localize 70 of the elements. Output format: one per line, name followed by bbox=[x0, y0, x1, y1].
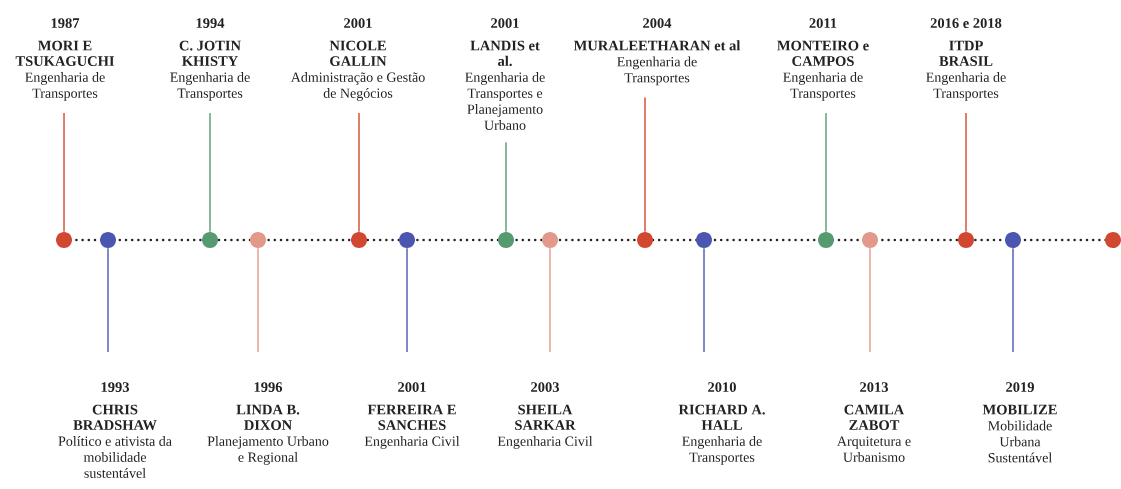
person-name: FERREIRA E SANCHES bbox=[367, 404, 456, 430]
field-label: Engenharia de Transportes e Planejamento Urbano bbox=[465, 72, 545, 130]
year-label: 2001 bbox=[398, 382, 426, 392]
year-label: 1994 bbox=[196, 18, 225, 28]
stem-line bbox=[107, 247, 109, 353]
stem-line bbox=[825, 112, 827, 233]
field-label: Engenharia de Transportes bbox=[682, 436, 762, 465]
year-label: 2013 bbox=[860, 382, 888, 392]
year-label: 2016 e 2018 bbox=[930, 18, 1002, 28]
person-name: MONTEIRO e CAMPOS bbox=[777, 40, 869, 66]
person-name: RICHARD A. HALL bbox=[678, 404, 765, 430]
year-label: 2010 bbox=[708, 382, 736, 392]
year-label: 2001 bbox=[491, 18, 519, 28]
stem-line bbox=[209, 112, 211, 233]
year-label: 1993 bbox=[101, 382, 129, 392]
year-label: 2019 bbox=[1006, 382, 1034, 392]
stem-line bbox=[505, 141, 507, 233]
person-name: MURALEETHARAN et al bbox=[573, 40, 741, 51]
timeline-dot bbox=[202, 232, 218, 248]
field-label: Engenharia de Transportes bbox=[926, 72, 1006, 101]
person-name: MORI E TSUKAGUCHI bbox=[15, 40, 115, 66]
stem-line bbox=[549, 247, 551, 353]
stem-line bbox=[644, 96, 646, 233]
timeline-dot bbox=[351, 232, 367, 248]
stem-line bbox=[406, 247, 408, 353]
stem-line bbox=[358, 112, 360, 233]
stem-line bbox=[63, 112, 65, 233]
field-label: Engenharia de Transportes bbox=[617, 56, 697, 86]
timeline-dot bbox=[958, 232, 974, 248]
year-label: 2004 bbox=[643, 18, 672, 28]
timeline-dot bbox=[818, 232, 834, 248]
year-label: 2003 bbox=[531, 382, 559, 392]
timeline-dot bbox=[56, 232, 72, 248]
stem-line bbox=[869, 247, 871, 353]
stem-line bbox=[257, 247, 259, 353]
field-label: Engenharia de Transportes bbox=[170, 72, 250, 101]
field-label: Planejamento Urbano e Regional bbox=[207, 436, 329, 465]
timeline-dot bbox=[399, 232, 415, 248]
timeline-dot bbox=[100, 232, 116, 248]
person-name: CAMILA ZABOT bbox=[844, 404, 905, 430]
person-name: C. JOTIN KHISTY bbox=[179, 40, 241, 66]
person-name: CHRIS BRADSHAW bbox=[73, 404, 157, 430]
year-label: 1987 bbox=[51, 18, 80, 28]
stem-line bbox=[965, 112, 967, 233]
timeline-dot bbox=[637, 232, 653, 248]
field-label: Engenharia de Transportes bbox=[783, 72, 863, 101]
timeline-dot bbox=[1005, 232, 1021, 248]
stem-line bbox=[703, 247, 705, 353]
year-label: 2011 bbox=[809, 18, 837, 28]
timeline-dot bbox=[498, 232, 514, 248]
person-name: MOBILIZE bbox=[982, 404, 1057, 415]
field-label: Engenharia de Transportes bbox=[25, 72, 105, 101]
timeline-dot bbox=[542, 232, 558, 248]
year-label: 1996 bbox=[254, 382, 283, 392]
person-name: NICOLE GALLIN bbox=[329, 40, 387, 66]
field-label: Administração e Gestão de Negócios bbox=[290, 72, 425, 101]
field-label: Arquitetura e Urbanismo bbox=[837, 436, 911, 462]
person-name: LINDA B. DIXON bbox=[236, 404, 300, 430]
person-name: SHEILA SARKAR bbox=[515, 404, 576, 430]
field-label: Político e ativista da mobilidade sustentável bbox=[58, 436, 172, 478]
person-name: ITDP BRASIL bbox=[939, 40, 993, 66]
timeline-dot bbox=[696, 232, 712, 248]
year-label: 2001 bbox=[344, 18, 372, 28]
person-name: LANDIS et al. bbox=[470, 40, 540, 67]
field-label: Engenharia Civil bbox=[364, 436, 460, 449]
timeline-dot bbox=[250, 232, 266, 248]
field-label: Mobilidade Urbana Sustentável bbox=[988, 420, 1052, 463]
stem-line bbox=[1012, 247, 1014, 353]
timeline-dot bbox=[862, 232, 878, 248]
field-label: Engenharia Civil bbox=[497, 436, 593, 449]
